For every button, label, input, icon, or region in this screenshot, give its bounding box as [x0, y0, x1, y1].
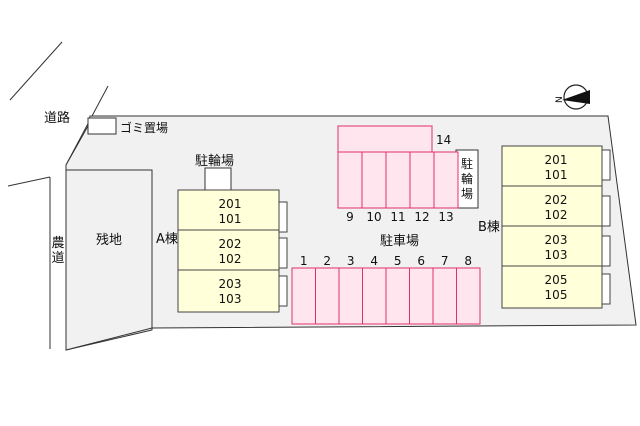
parking-space-number: 10 — [366, 210, 381, 224]
building-a-label: A棟 — [156, 232, 178, 247]
svg-text:場: 場 — [461, 187, 473, 201]
bicycle-parking-a — [204, 167, 232, 191]
svg-text:道: 道 — [51, 251, 64, 266]
parking-space-number: 4 — [370, 254, 378, 268]
garbage-area — [87, 117, 117, 135]
remaining-land-area — [65, 169, 153, 351]
unit-number-upper: 202 — [219, 237, 242, 251]
unit-number-lower: 101 — [219, 212, 242, 226]
unit-number-upper: 205 — [545, 273, 568, 287]
parking-top: 9 10 11 12 13 — [337, 125, 459, 224]
building-a — [177, 189, 288, 313]
parking-space-10 — [361, 151, 387, 209]
parking-space-number: 11 — [390, 210, 405, 224]
farm-road-edge-line — [7, 176, 51, 187]
parking-space-number: 12 — [414, 210, 429, 224]
parking-space-number: 5 — [394, 254, 402, 268]
unit-number-lower: 101 — [545, 168, 568, 182]
north-label: N — [555, 96, 565, 103]
parking-space-11 — [385, 151, 411, 209]
svg-text:農: 農 — [51, 236, 64, 251]
unit-number-lower: 102 — [545, 208, 568, 222]
parking-space-13 — [433, 151, 459, 209]
parking-space-number: 6 — [417, 254, 425, 268]
parking-space-2 — [315, 267, 340, 325]
farm-road-label: 農道 — [51, 236, 64, 266]
parking-space-number: 7 — [441, 254, 449, 268]
parking-space-5 — [385, 267, 410, 325]
unit-number-lower: 103 — [219, 292, 242, 306]
parking-space-6 — [409, 267, 434, 325]
parking-space-1 — [291, 267, 316, 325]
svg-text:駐: 駐 — [461, 156, 473, 171]
parking-space-number: 2 — [323, 254, 331, 268]
parking-space-9 — [337, 151, 363, 209]
building-b-label: B棟 — [478, 220, 500, 235]
parking-space-number: 8 — [464, 254, 472, 268]
road-label: 道路 — [44, 110, 70, 126]
parking-space-14 — [337, 125, 433, 153]
svg-text:輪: 輪 — [461, 171, 473, 186]
parking-bottom: 1 2 3 4 5 6 7 8 — [291, 254, 481, 325]
parking-space-7 — [432, 267, 457, 325]
road-edge-line — [9, 41, 63, 101]
parking-space-4 — [362, 267, 387, 325]
unit-number-upper: 201 — [545, 153, 568, 167]
parking-space-8 — [456, 267, 481, 325]
bicycle-parking-b-label: 駐輪場 — [461, 156, 473, 201]
parking-space-number: 13 — [438, 210, 453, 224]
remaining-land-label: 残地 — [96, 233, 122, 248]
bicycle-parking-a-label: 駐輪場 — [195, 153, 234, 169]
north-arrow — [562, 84, 590, 110]
garbage-label: ゴミ置場 — [120, 120, 168, 135]
unit-number-upper: 203 — [545, 233, 568, 247]
parking-label: 駐車場 — [380, 234, 419, 249]
unit-number-upper: 202 — [545, 193, 568, 207]
parking-space-14-number: 14 — [436, 133, 451, 147]
unit-number-lower: 103 — [545, 248, 568, 262]
parking-space-number: 9 — [346, 210, 354, 224]
unit-number-lower: 105 — [545, 288, 568, 302]
unit-number-lower: 102 — [219, 252, 242, 266]
parking-space-number: 1 — [300, 254, 308, 268]
building-b — [501, 145, 611, 309]
unit-number-upper: 201 — [219, 197, 242, 211]
unit-number-upper: 203 — [219, 277, 242, 291]
parking-space-12 — [409, 151, 435, 209]
parking-space-3 — [338, 267, 363, 325]
parking-space-number: 3 — [347, 254, 355, 268]
